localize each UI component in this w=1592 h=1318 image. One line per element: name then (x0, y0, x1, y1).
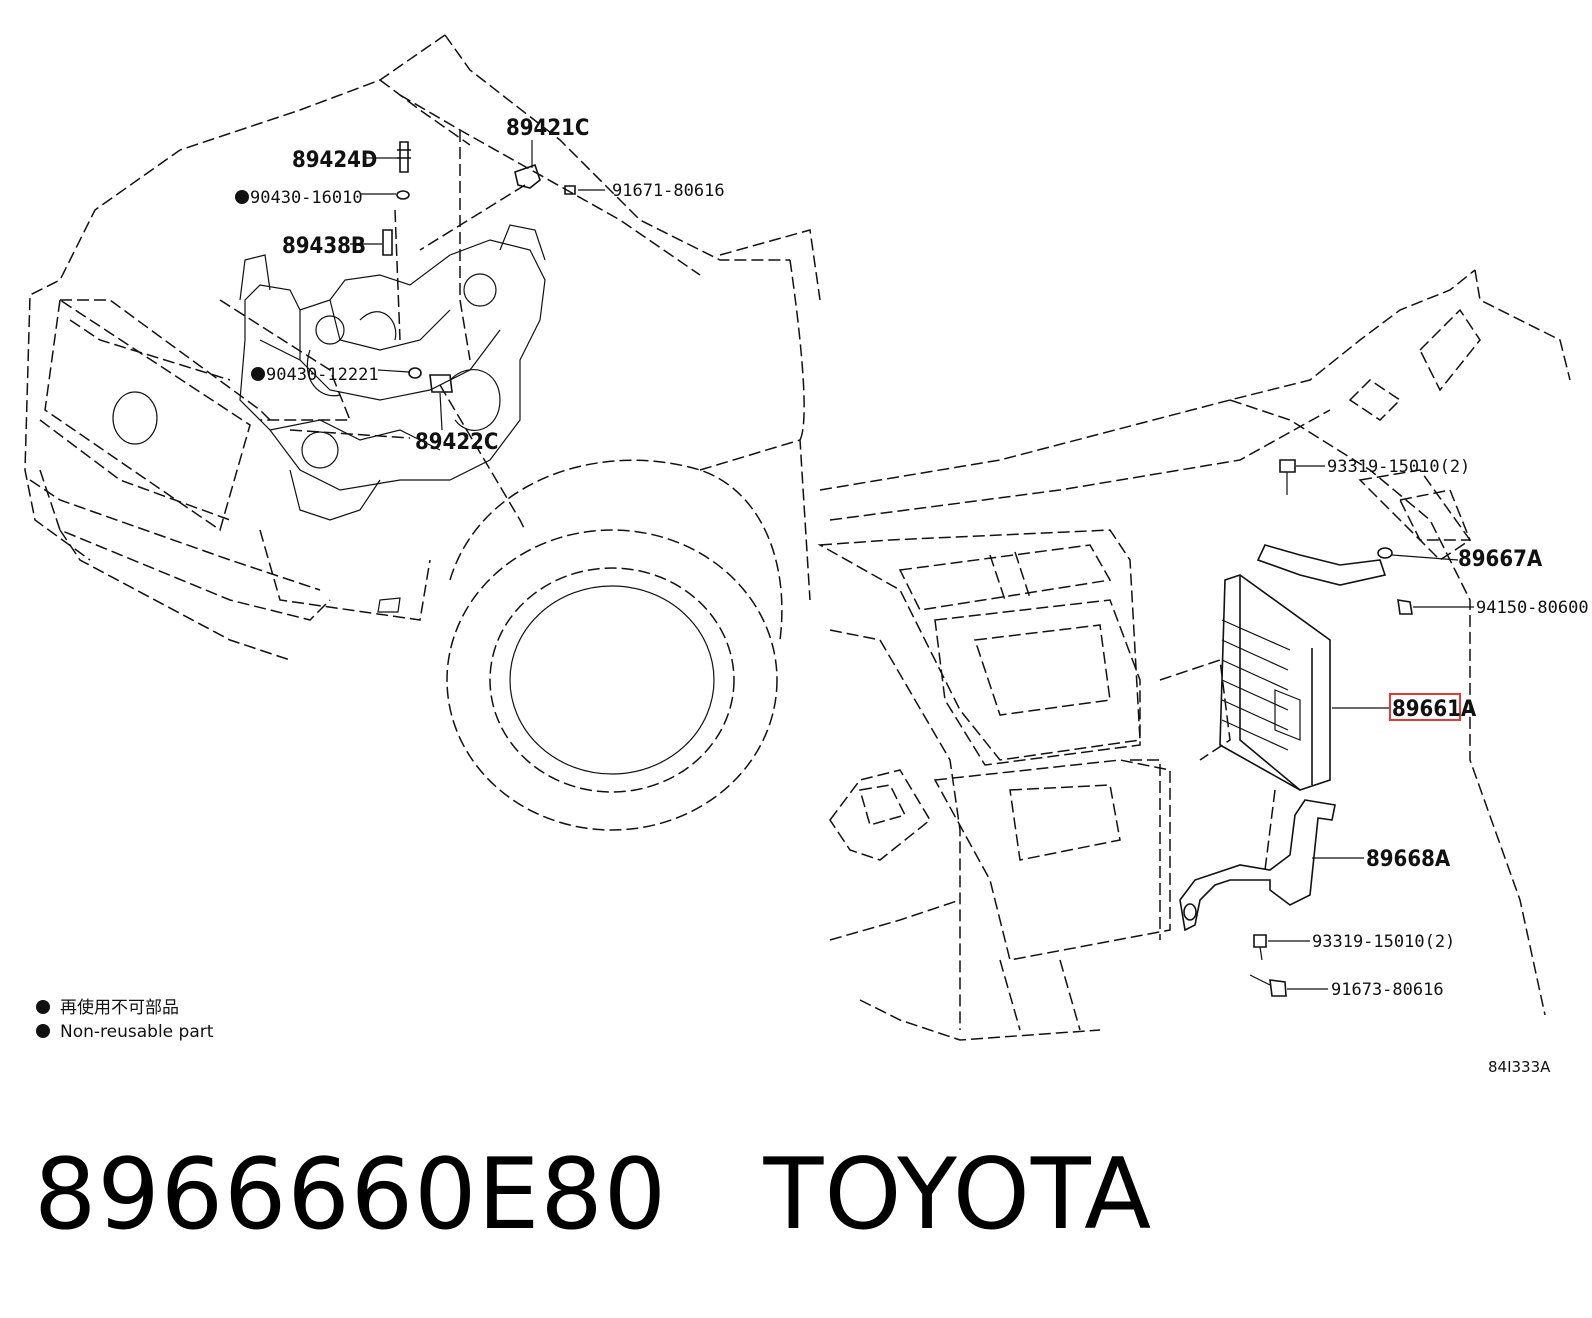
legend-bullet-icon (36, 1024, 50, 1038)
figure-id: 84I333A (1488, 1058, 1551, 1076)
label-90430-16010: 90430-16010 (250, 188, 363, 208)
label-89421C: 89421C (506, 116, 589, 141)
part-caption: 8966660E80 TOYOTA (34, 1138, 1152, 1252)
label-89667A: 89667A (1458, 547, 1543, 572)
non-reusable-bullet-icon (235, 190, 249, 204)
label-91673-80616: 91673-80616 (1331, 980, 1444, 1000)
legend-bullet-icon (36, 1000, 50, 1014)
legend-japanese: 再使用不可部品 (60, 997, 179, 1018)
label-89668A: 89668A (1366, 847, 1451, 872)
label-93319-15010-top: 93319-15010(2) (1327, 457, 1470, 477)
vehicle-front-illustration (24, 34, 821, 831)
label-89661A: 89661A (1392, 697, 1477, 722)
non-reusable-bullet-icon (251, 367, 265, 381)
label-94150-80600: 94150-80600 (1476, 598, 1589, 618)
label-90430-12221: 90430-12221 (266, 365, 379, 385)
dashboard-illustration (817, 269, 1571, 1041)
brand-name: TOYOTA (763, 1138, 1153, 1252)
label-91671-80616: 91671-80616 (612, 181, 725, 201)
label-93319-15010-bottom: 93319-15010(2) (1312, 932, 1455, 952)
label-89438B: 89438B (282, 234, 366, 259)
highlight-box (1389, 693, 1461, 721)
part-number: 8966660E80 (34, 1138, 668, 1252)
legend-english: Non-reusable part (60, 1022, 214, 1042)
label-89422C: 89422C (415, 430, 498, 455)
label-89424D: 89424D (292, 148, 377, 173)
